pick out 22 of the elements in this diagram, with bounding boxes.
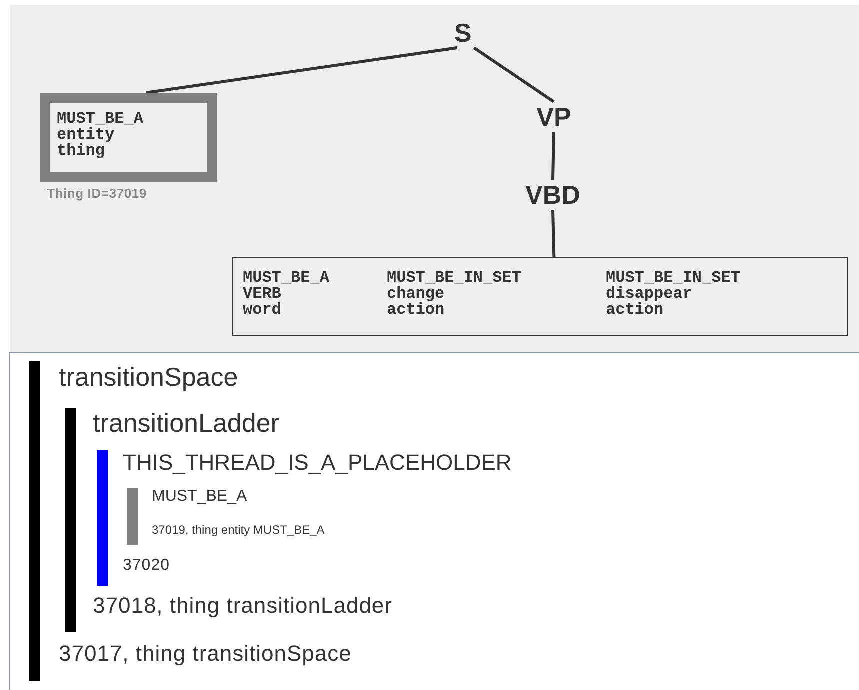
tree-branch-line [146,46,458,94]
feature-text: MUST_BE_IN_SET change action [387,270,522,318]
tree-branch-line [473,46,555,104]
feature-text: MUST_BE_A entity thing [57,111,144,159]
feature-box [232,257,848,336]
block-caption: 37017, thing transitionSpace [59,640,352,668]
tree-node-label: VP [533,102,575,132]
block-caption: 37020 [123,556,170,576]
block-caption: 37019, thing entity MUST_BE_A [152,522,325,538]
block-title: transitionSpace [59,362,238,392]
block-title: transitionLadder [93,408,280,438]
feature-text: MUST_BE_IN_SET disappear action [606,270,740,318]
tree-node-label: S [449,18,477,48]
feature-text: MUST_BE_A VERB word [243,270,330,318]
id-caption: Thing ID=37019 [47,186,147,202]
tree-branch-line [552,132,556,180]
block-caption: 37018, thing transitionLadder [93,593,392,619]
block-title: THIS_THREAD_IS_A_PLACEHOLDER [123,450,512,476]
tree-branch-line [552,210,556,258]
feature-box [40,93,217,182]
block-title: MUST_BE_A [152,487,248,507]
tree-node-label: VBD [524,180,582,210]
